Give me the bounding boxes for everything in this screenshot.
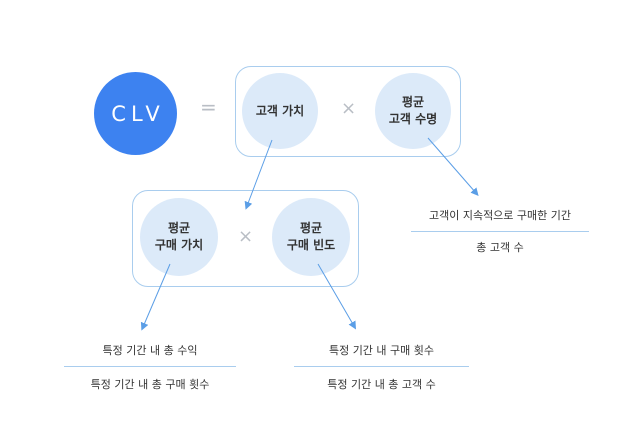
frequency-numerator: 특정 기간 내 구매 횟수: [328, 344, 435, 357]
customer-lifespan-node: 평균 고객 수명: [375, 73, 451, 149]
avg-purchase-value-node: 평균 구매 가치: [140, 198, 218, 276]
arrow-frequency-to-fraction: [317, 263, 357, 330]
frequency-line1: 평균: [299, 221, 323, 235]
frequency-denominator: 특정 기간 내 총 고객 수: [327, 378, 436, 391]
times-sign-middle: ×: [238, 226, 254, 247]
purchase-value-fraction-line: [64, 366, 236, 367]
purchase-value-line1: 평균: [167, 221, 191, 235]
lifespan-label-line2: 고객 수명: [388, 112, 438, 126]
arrow-lifespan-to-fraction: [427, 137, 479, 197]
purchase-value-numerator: 특정 기간 내 총 수익: [102, 344, 198, 357]
arrow-value-to-box: [244, 139, 273, 210]
customer-value-label: 고객 가치: [255, 103, 305, 118]
lifespan-numerator: 고객이 지속적으로 구매한 기간: [428, 209, 572, 222]
clv-label: CLV: [111, 101, 165, 126]
equals-sign: =: [200, 95, 217, 119]
lifespan-fraction-line: [411, 231, 589, 232]
customer-value-node: 고객 가치: [242, 73, 318, 149]
frequency-fraction-line: [294, 366, 469, 367]
clv-circle: CLV: [94, 72, 177, 155]
lifespan-label-line1: 평균: [401, 95, 425, 109]
purchase-value-denominator: 특정 기간 내 총 구매 횟수: [90, 378, 210, 391]
arrow-purchase-value-to-fraction: [140, 263, 171, 331]
frequency-line2: 구매 빈도: [286, 238, 336, 252]
times-sign-top: ×: [341, 98, 357, 119]
lifespan-denominator: 총 고객 수: [476, 241, 524, 254]
purchase-value-line2: 구매 가치: [154, 238, 204, 252]
avg-frequency-node: 평균 구매 빈도: [272, 198, 350, 276]
